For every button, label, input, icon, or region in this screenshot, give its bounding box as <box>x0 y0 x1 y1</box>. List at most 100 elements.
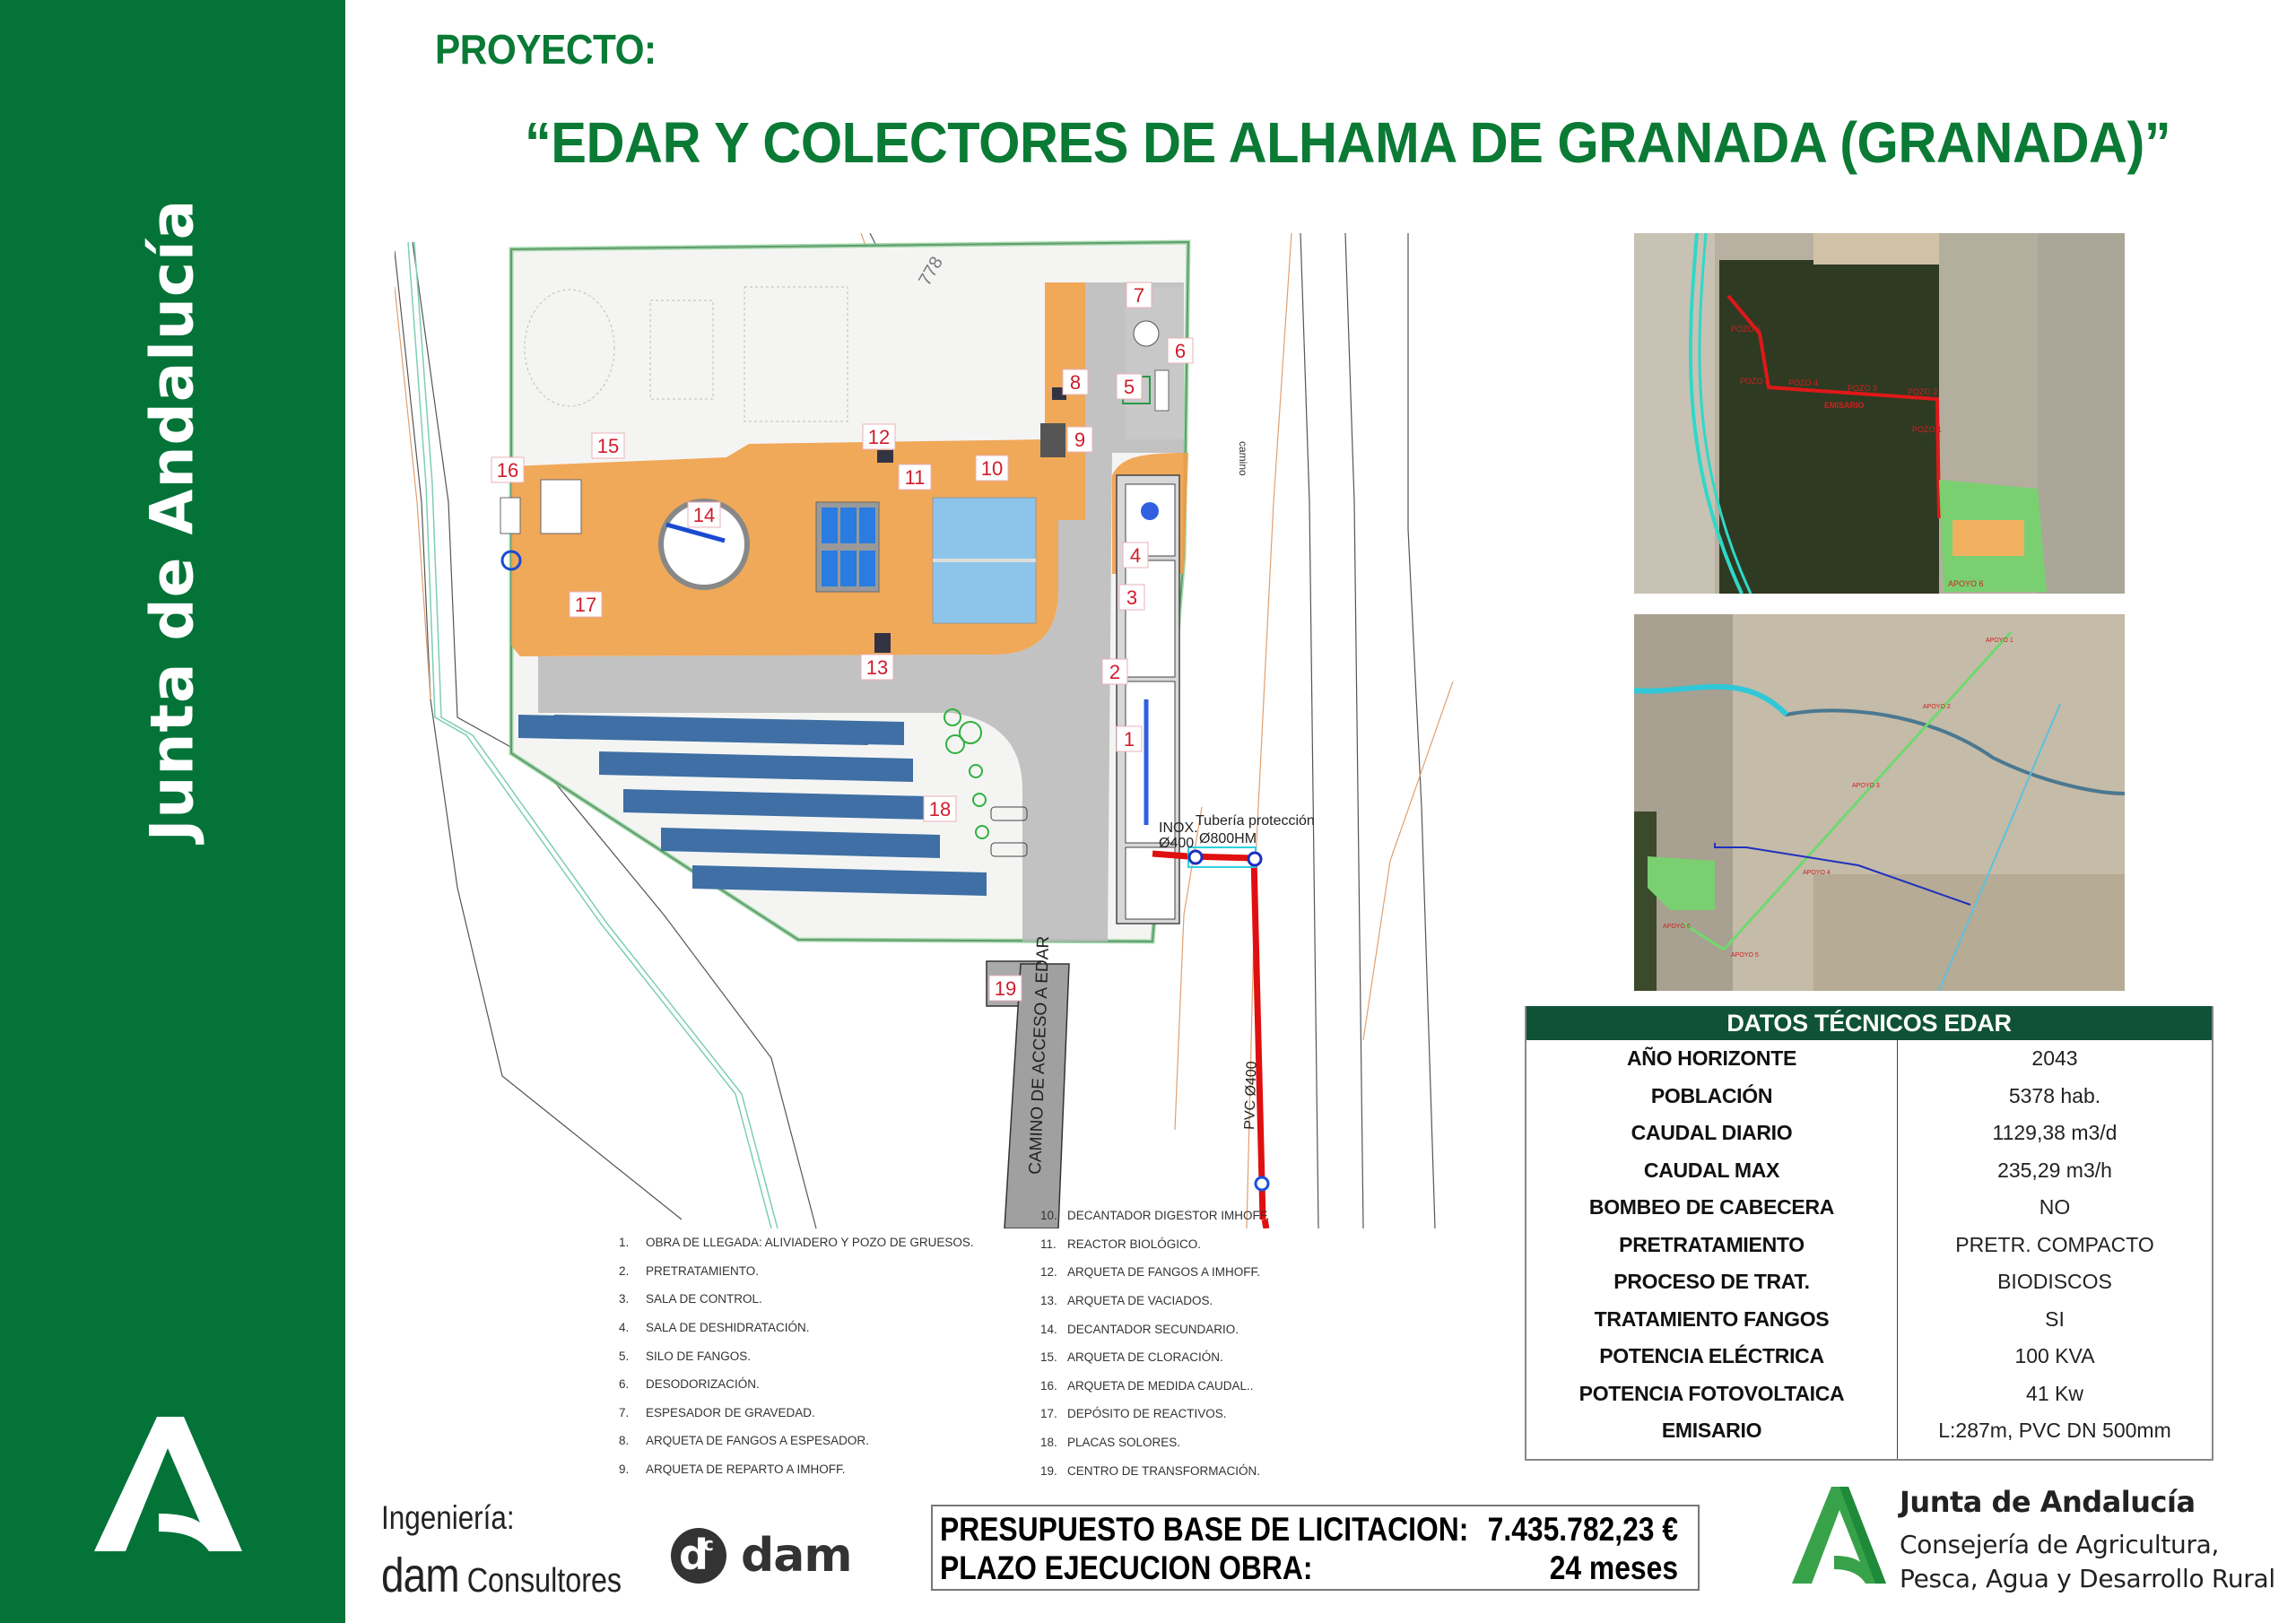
site-plan: CAMINO DE ACCESO A EDAR Tubería protecci… <box>246 232 1471 1229</box>
svg-text:14: 14 <box>693 504 715 526</box>
legend-item: 16.ARQUETA DE MEDIDA CAUDAL.. <box>1040 1378 1254 1393</box>
svg-text:13: 13 <box>866 656 888 679</box>
legend-item: 7.ESPESADOR DE GRAVEDAD. <box>619 1405 815 1419</box>
inox-diam-label: Ø400 <box>1159 836 1194 851</box>
marker-3: 3 <box>1118 584 1145 611</box>
legend-item: 2.PRETRATAMIENTO. <box>619 1263 760 1278</box>
legend-item: 14.DECANTADOR SECUNDARIO. <box>1040 1322 1239 1336</box>
marker-10: 10 <box>975 455 1009 482</box>
svg-text:1: 1 <box>1124 728 1135 751</box>
deadline-row: PLAZO EJECUCION OBRA: 24 meses <box>940 1549 1678 1587</box>
sat-label-pozo2: POZO 2 <box>1908 387 1937 396</box>
legend-item: 6.DESODORIZACIÓN. <box>619 1377 760 1392</box>
sat-label-apoyo1: APOYO 1 <box>1986 638 2013 644</box>
legend-item: 10.DECANTADOR DIGESTOR IMHOFF. <box>1040 1209 1270 1223</box>
marker-16: 16 <box>491 456 525 483</box>
junta-andalucia-subtitle: Consejería de Agricultura, Pesca, Agua y… <box>1900 1530 2275 1593</box>
marker-9: 9 <box>1066 426 1093 453</box>
budget-row: PRESUPUESTO BASE DE LICITACION: 7.435.78… <box>940 1510 1678 1549</box>
svg-text:8: 8 <box>1070 371 1081 394</box>
marker-5: 5 <box>1116 373 1143 400</box>
marker-12: 12 <box>862 423 896 450</box>
satellite-image-emisario: POZO 6 POZO 5 POZO 4 POZO 3 POZO 2 POZO … <box>1634 233 2125 594</box>
pvc-label: PVC Ø400 <box>1242 1061 1260 1130</box>
marker-4: 4 <box>1122 542 1149 568</box>
legend-item: 13.ARQUETA DE VACIADOS. <box>1040 1294 1213 1308</box>
table-row: PROCESO DE TRAT.BIODISCOS <box>1526 1263 2212 1301</box>
svg-text:3: 3 <box>1126 586 1137 609</box>
legend-item: 18.PLACAS SOLORES. <box>1040 1436 1181 1450</box>
company-dam: dam <box>381 1549 460 1602</box>
inox-label: INOX. <box>1159 820 1198 836</box>
legend-item: 11.REACTOR BIOLÓGICO. <box>1040 1237 1202 1251</box>
svg-text:19: 19 <box>995 977 1016 1000</box>
engineering-company: dam Consultores <box>381 1548 622 1603</box>
legend-left: 1.OBRA DE LLEGADA: ALIVIADERO Y POZO DE … <box>619 1228 974 1483</box>
sat-label-apoyo4: APOYO 4 <box>1803 870 1831 876</box>
legend-item: 9.ARQUETA DE REPARTO A IMHOFF. <box>619 1462 846 1477</box>
proteccion-diam-label: Ø800HM <box>1199 831 1257 846</box>
svg-text:12: 12 <box>868 426 890 448</box>
deadline-value: 24 meses <box>1549 1549 1679 1586</box>
satellite-image-lineas: APOYO 1 APOYO 2 APOYO 3 APOYO 4 APOYO 5 … <box>1634 614 2125 991</box>
legend-item: 15.ARQUETA DE CLORACIÓN. <box>1040 1350 1223 1365</box>
marker-18: 18 <box>923 795 957 822</box>
marker-7: 7 <box>1126 282 1152 308</box>
sat-label-apoyo3: APOYO 3 <box>1852 783 1880 789</box>
camino-label: camino <box>1237 441 1249 476</box>
junta-andalucia-logo-icon <box>1792 1487 1886 1584</box>
sat-label-pozo1: POZO 1 <box>1912 425 1942 434</box>
sat-label-apoyo6: APOYO 6 <box>1948 579 1984 588</box>
marker-1: 1 <box>1116 725 1143 752</box>
technical-data-title: DATOS TÉCNICOS EDAR <box>1526 1006 2212 1040</box>
svg-text:9: 9 <box>1074 429 1085 451</box>
company-consultores: Consultores <box>458 1562 622 1600</box>
legend-item: 4.SALA DE DESHIDRATACIÓN. <box>619 1321 810 1335</box>
svg-text:17: 17 <box>575 594 596 616</box>
svg-text:15: 15 <box>597 435 619 457</box>
marker-11: 11 <box>898 464 932 490</box>
table-padding <box>1526 1449 2212 1459</box>
svg-text:2: 2 <box>1109 661 1120 683</box>
legend-item: 12.ARQUETA DE FANGOS A IMHOFF. <box>1040 1265 1261 1280</box>
legend-item: 8.ARQUETA DE FANGOS A ESPESADOR. <box>619 1434 869 1448</box>
legend-item: 3.SALA DE CONTROL. <box>619 1292 762 1306</box>
sat-label-pozo3: POZO 3 <box>1848 384 1877 393</box>
svg-text:11: 11 <box>905 466 926 489</box>
budget-value: 7.435.782,23 € <box>1487 1511 1679 1548</box>
deadline-label: PLAZO EJECUCION OBRA: <box>940 1549 1313 1586</box>
legend-item: 5.SILO DE FANGOS. <box>619 1349 752 1363</box>
junta-andalucia-logo-icon <box>94 1417 242 1551</box>
marker-6: 6 <box>1167 337 1194 364</box>
svg-text:7: 7 <box>1134 284 1144 307</box>
engineering-label: Ingeniería: <box>381 1499 515 1536</box>
sat-label-emisario: EMISARIO <box>1824 401 1865 410</box>
sat-label-pozo6: POZO 6 <box>1731 325 1761 334</box>
svg-text:5: 5 <box>1124 376 1135 398</box>
proteccion-label: Tubería protección <box>1196 813 1315 829</box>
marker-2: 2 <box>1101 658 1128 685</box>
legend-item: 1.OBRA DE LLEGADA: ALIVIADERO Y POZO DE … <box>619 1236 974 1250</box>
marker-8: 8 <box>1062 369 1089 395</box>
dam-logo-word: dam <box>741 1529 852 1583</box>
legend-right: 10.DECANTADOR DIGESTOR IMHOFF. 11.REACTO… <box>1040 1202 1269 1485</box>
svg-text:10: 10 <box>981 457 1003 480</box>
project-title: “EDAR Y COLECTORES DE ALHAMA DE GRANADA … <box>525 110 2171 175</box>
budget-label: PRESUPUESTO BASE DE LICITACION: <box>940 1511 1469 1548</box>
marker-14: 14 <box>687 501 721 528</box>
svg-text:16: 16 <box>497 459 518 482</box>
marker-13: 13 <box>860 654 894 681</box>
svg-text:4: 4 <box>1130 544 1141 567</box>
sat-label-apoyo2: APOYO 2 <box>1923 704 1951 710</box>
sat-label-apoyo5: APOYO 5 <box>1731 952 1759 959</box>
junta-andalucia-title: Junta de Andalucía <box>1900 1485 2196 1519</box>
